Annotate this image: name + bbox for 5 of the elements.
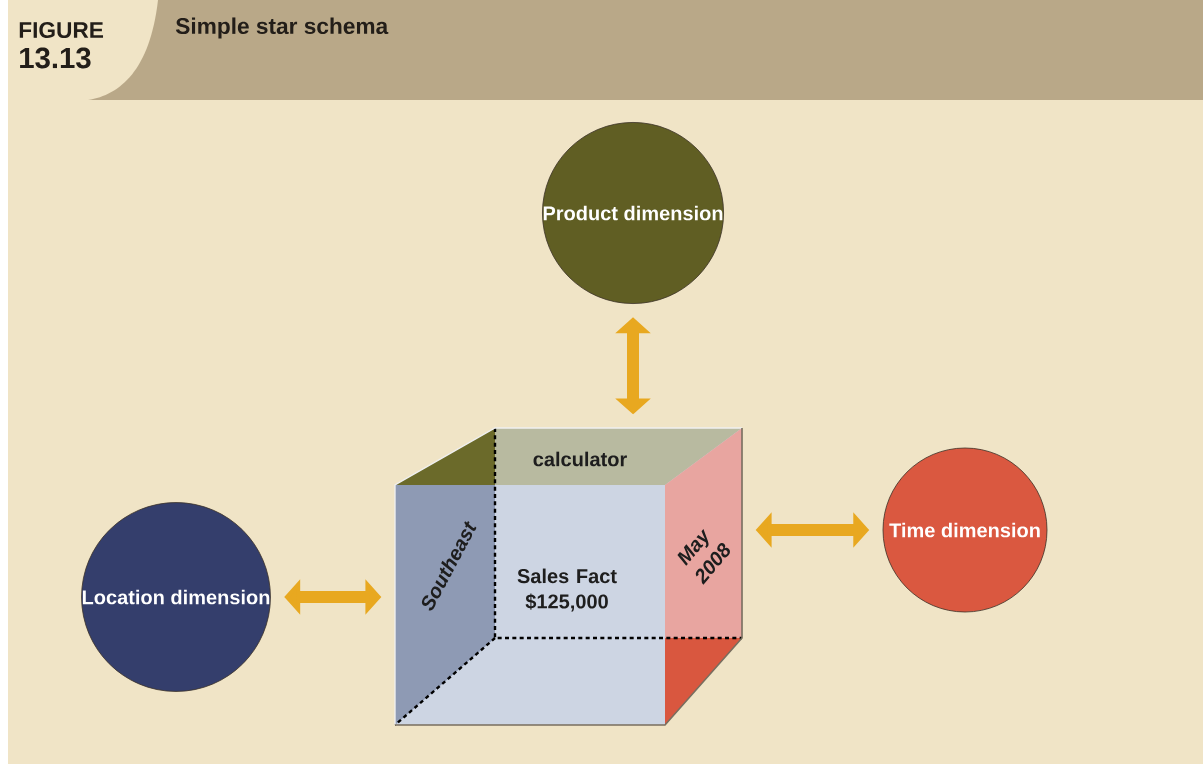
face-label: calculator — [533, 451, 627, 467]
figure-number: FIGURE — [19, 22, 103, 39]
figure-number: 13.13 — [20, 47, 91, 69]
figure-title: Simple star schema — [175, 17, 389, 39]
face-label: Sales Fact $125,000 — [517, 568, 617, 612]
